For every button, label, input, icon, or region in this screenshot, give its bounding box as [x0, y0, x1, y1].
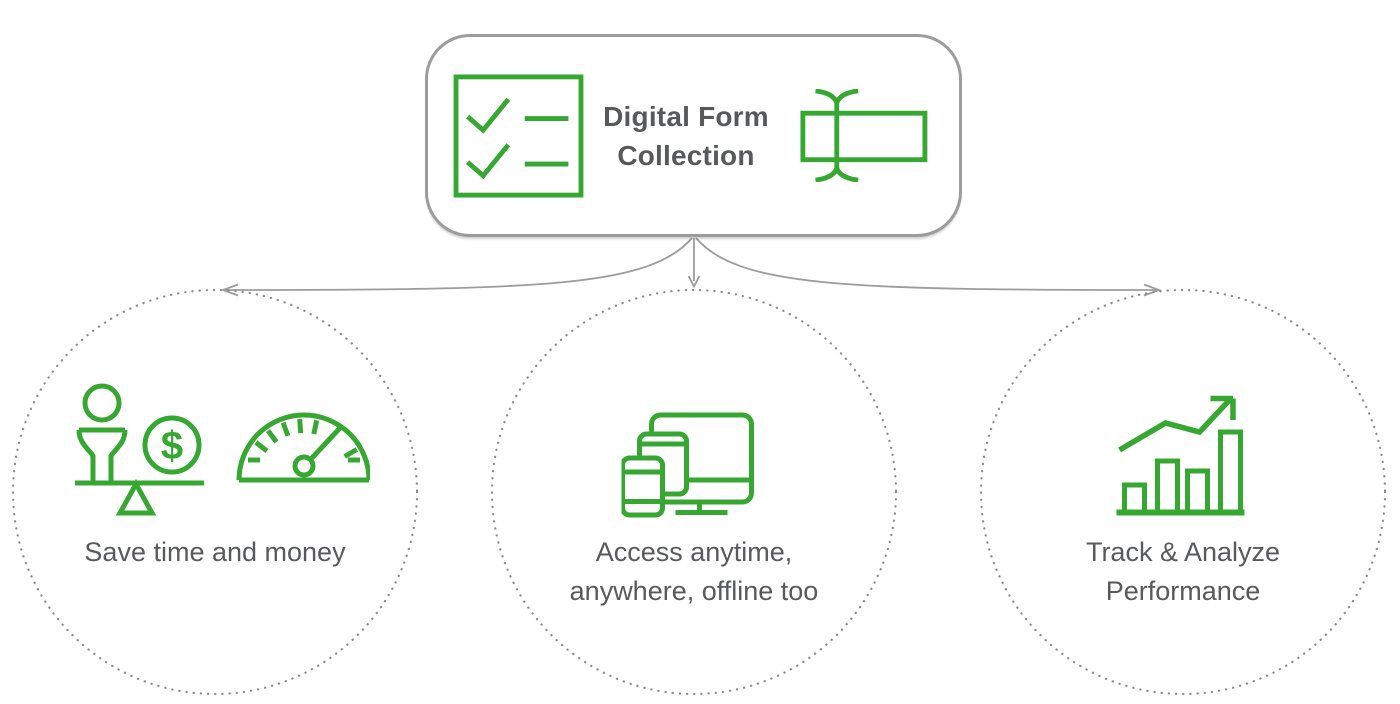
arrowhead-middle — [687, 275, 701, 289]
text-field-cursor-icon — [800, 89, 928, 182]
root-title: Digital Form Collection — [603, 100, 769, 171]
digital-form-collection-node: Digital Form Collection — [425, 34, 962, 237]
dotted-circle-border — [979, 288, 1387, 696]
feature-card-save-time-money: $ Save time and money — [11, 288, 419, 696]
dotted-circle-border — [11, 288, 419, 696]
feature-label-save-time-money: Save time and money — [11, 533, 419, 572]
feature-label-access-anywhere: Access anytime, anywhere, offline too — [490, 533, 898, 611]
arrow-to-save-time — [225, 237, 693, 291]
responsive-devices-icon — [621, 412, 754, 518]
label-line: Track & Analyze — [1085, 537, 1281, 567]
label-line: Access anytime, — [595, 537, 793, 567]
balance-scale-speedometer-icon: $ — [75, 383, 370, 516]
label-line: Save time and money — [84, 537, 346, 567]
feature-card-track-analyze: Track & Analyze Performance — [979, 288, 1387, 696]
label-line: Performance — [1105, 576, 1261, 606]
dollar-sign-glyph: $ — [161, 424, 183, 468]
growth-bar-chart-icon — [1116, 395, 1245, 516]
feature-card-access-anywhere: Access anytime, anywhere, offline too — [490, 288, 898, 696]
feature-label-track-analyze: Track & Analyze Performance — [979, 533, 1387, 611]
checklist-icon — [453, 73, 584, 198]
arrow-to-track — [695, 237, 1157, 291]
dotted-circle-border — [490, 288, 898, 696]
label-line: anywhere, offline too — [569, 576, 819, 606]
